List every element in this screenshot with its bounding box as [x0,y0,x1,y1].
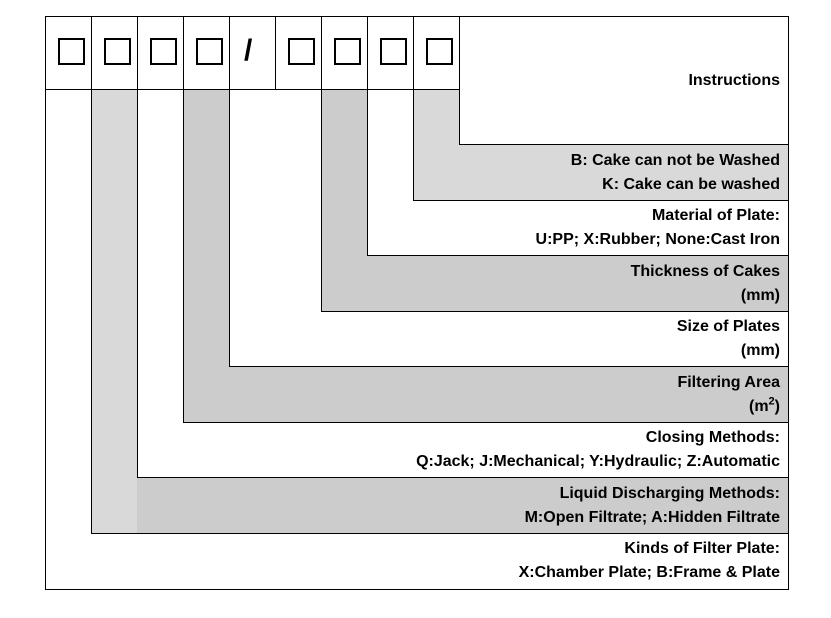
code-box-1 [58,38,85,65]
row-line-2 [413,200,789,201]
leader-4 [229,90,230,367]
header-divider-7 [367,16,368,90]
code-box-6 [334,38,361,65]
gray-band-row5 [183,367,789,422]
row-plate-kinds: Kinds of Filter Plate: X:Chamber Plate; … [519,537,780,585]
row-filtering-area-line1: Filtering Area [677,374,780,391]
row-line-8 [91,533,789,534]
row-liquid-discharge-line2: M:Open Filtrate; A:Hidden Filtrate [524,509,780,526]
leader-2 [137,90,138,478]
row-plate-size-line2: (mm) [740,342,780,359]
gray-band-row7 [137,478,789,533]
leader-3 [183,90,184,422]
gray-band-row3 [321,256,789,311]
header-divider-5 [275,16,276,90]
border-right [788,16,789,590]
code-slash: / [244,34,253,67]
row-liquid-discharge-line1: Liquid Discharging Methods: [559,485,780,502]
row-plate-material: Material of Plate: U:PP; X:Rubber; None:… [536,204,780,252]
code-box-3 [150,38,177,65]
gray-column-4 [183,90,229,367]
row-line-1 [459,144,789,145]
row-plate-kinds-line2: X:Chamber Plate; B:Frame & Plate [518,564,780,581]
row-cake-thickness: Thickness of Cakes (mm) [631,260,780,308]
area-unit-open: (m [748,398,769,415]
row-washing-line1: B: Cake can not be Washed [570,152,780,169]
code-box-2 [104,38,131,65]
leader-7 [413,90,414,200]
row-plate-kinds-line1: Kinds of Filter Plate: [624,540,780,557]
row-plate-size-line1: Size of Plates [676,318,780,335]
row-plate-material-line2: U:PP; X:Rubber; None:Cast Iron [535,231,780,248]
code-box-4 [196,38,223,65]
row-closing-methods-line1: Closing Methods: [645,429,780,446]
border-bottom [45,589,789,590]
code-box-7 [380,38,407,65]
row-line-6 [183,422,789,423]
row-plate-size: Size of Plates (mm) [677,315,780,363]
instructions-title: Instructions [688,72,780,89]
leader-1 [91,90,92,533]
header-divider-3 [183,16,184,90]
gray-column-8 [413,90,459,145]
row-plate-material-line1: Material of Plate: [651,207,780,224]
header-divider-8 [413,16,414,90]
row-cake-thickness-line2: (mm) [740,287,780,304]
leader-5 [321,90,322,311]
row-washing-line2: K: Cake can be washed [602,176,780,193]
gray-column-6 [321,90,367,256]
row-line-3 [367,255,789,256]
row-closing-methods-line2: Q:Jack; J:Mechanical; Y:Hydraulic; Z:Aut… [416,453,780,470]
gray-column-2 [91,90,137,533]
row-cake-thickness-line1: Thickness of Cakes [630,263,780,280]
area-unit-close: ) [774,398,780,415]
row-line-5 [229,366,789,367]
border-top [45,16,789,17]
row-washing: B: Cake can not be Washed K: Cake can be… [571,149,780,197]
leader-6 [367,90,368,256]
leader-8 [459,16,460,145]
header-divider-6 [321,16,322,90]
row-filtering-area-line2: (m2) [677,395,780,419]
header-divider-2 [137,16,138,90]
row-line-7 [137,477,789,478]
row-liquid-discharge: Liquid Discharging Methods: M:Open Filtr… [525,482,780,530]
row-filtering-area: Filtering Area (m2) [677,371,780,419]
row-closing-methods: Closing Methods: Q:Jack; J:Mechanical; Y… [416,426,780,474]
code-box-8 [426,38,453,65]
border-left [45,16,46,590]
header-divider-1 [91,16,92,90]
area-unit-sup: 2 [768,395,775,408]
code-box-5 [288,38,315,65]
header-bottom-line [45,89,459,90]
row-line-4 [321,311,789,312]
header-divider-4 [229,16,230,90]
gray-band-row1 [413,145,789,200]
